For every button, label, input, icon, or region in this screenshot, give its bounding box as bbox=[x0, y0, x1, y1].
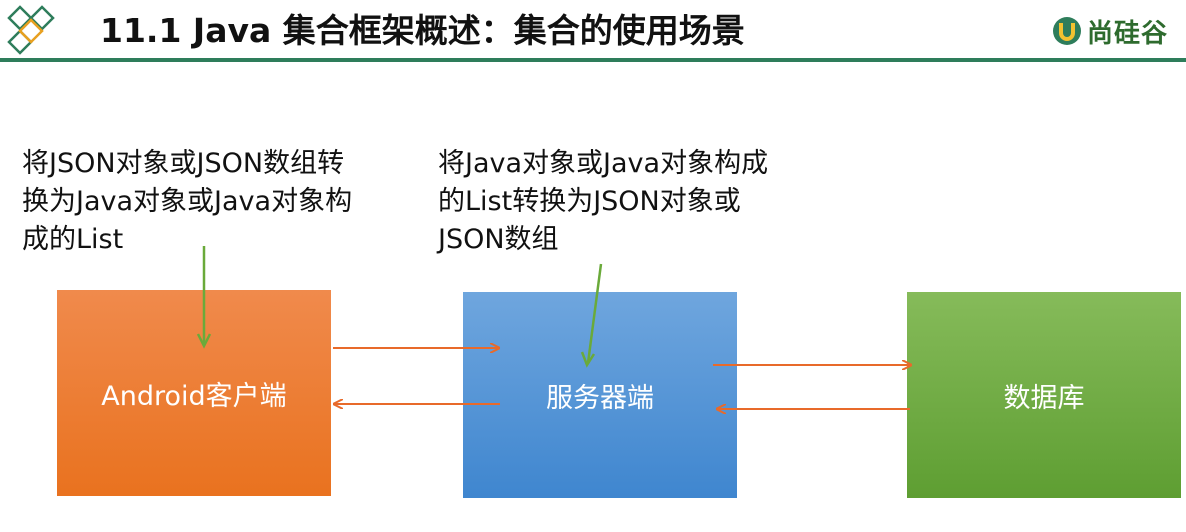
pointer-annotation-client-head bbox=[196, 333, 212, 349]
header-bar: 11.1 Java 集合框架概述：集合的使用场景 尚硅谷 bbox=[0, 0, 1186, 62]
android-client-label: Android客户端 bbox=[101, 380, 287, 412]
database-node: 数据库 bbox=[907, 292, 1181, 498]
header-divider bbox=[0, 58, 1186, 62]
pointer-annotation-server bbox=[586, 263, 603, 364]
database-label: 数据库 bbox=[1003, 382, 1085, 414]
brand-logo: 尚硅谷 bbox=[1051, 10, 1168, 52]
server-label: 服务器端 bbox=[546, 382, 654, 414]
pointer-annotation-server-head bbox=[580, 351, 596, 368]
android-client-node: Android客户端 bbox=[57, 290, 331, 496]
brand-u-icon bbox=[1052, 17, 1081, 45]
diamond-logo-icon bbox=[7, 5, 55, 55]
annotation-server: 将Java对象或Java对象构成的List转换为JSON对象或JSON数组 bbox=[438, 148, 769, 255]
server-node: 服务器端 bbox=[463, 292, 737, 498]
brand-name: 尚硅谷 bbox=[1086, 18, 1168, 49]
annotation-client: 将JSON对象或JSON数组转换为Java对象或Java对象构成的List bbox=[22, 148, 353, 255]
page-title: 11.1 Java 集合框架概述：集合的使用场景 bbox=[100, 11, 745, 50]
